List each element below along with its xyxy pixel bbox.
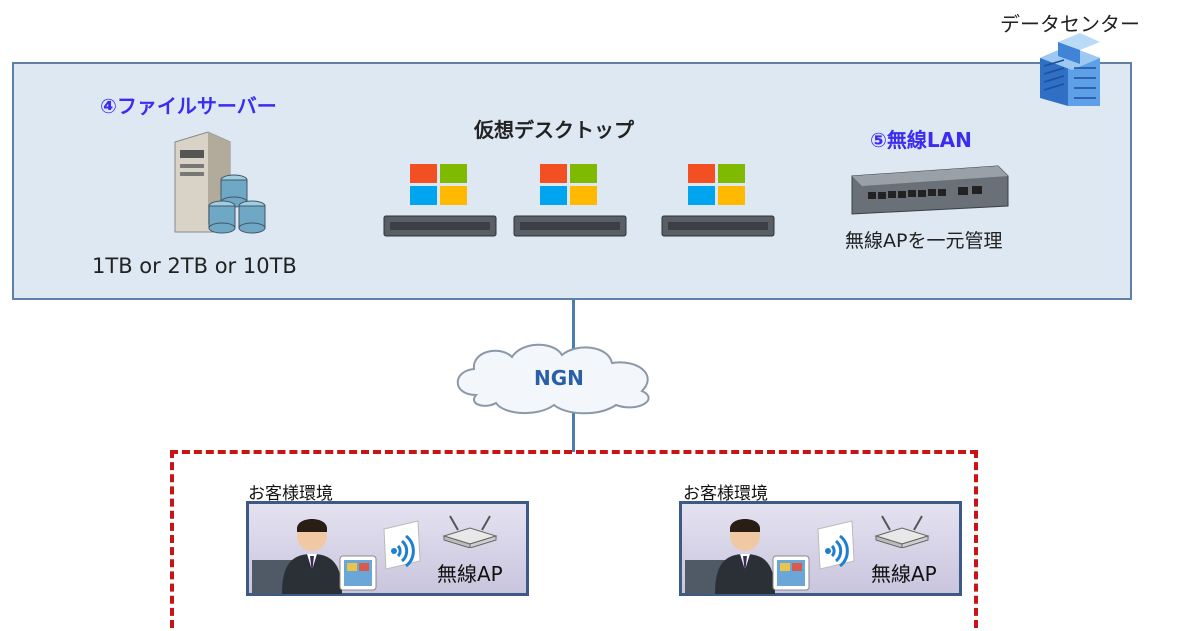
virtual-desktop-3 (660, 160, 780, 244)
building-icon (1030, 28, 1120, 114)
person-icon (252, 508, 397, 598)
customer-site-label: お客様環境 (683, 484, 768, 504)
virtual-desktop-title: 仮想デスクトップ (474, 118, 634, 142)
virtual-desktop-1 (382, 160, 502, 244)
connector-ngn-customers (572, 405, 575, 452)
connector-dc-ngn (572, 300, 575, 350)
wireless-lan-caption: 無線APを一元管理 (845, 230, 1003, 252)
datacenter-label: データセンター (1000, 12, 1140, 36)
file-server-title: ④ファイルサーバー (100, 94, 277, 118)
access-point-label: 無線AP (437, 562, 503, 586)
wireless-controller-icon (848, 162, 1010, 222)
customer-region (170, 450, 978, 628)
windows-icon (513, 164, 627, 237)
person-icon (685, 508, 830, 598)
ngn-cloud-icon (446, 337, 668, 421)
customer-site-label: お客様環境 (248, 484, 333, 504)
wifi-signal-icon (380, 519, 424, 575)
windows-icon (383, 164, 497, 237)
ngn-label: NGN (534, 366, 584, 390)
access-point-label: 無線AP (871, 562, 937, 586)
access-point-icon (872, 514, 932, 552)
file-server-capacity: 1TB or 2TB or 10TB (92, 254, 297, 278)
wireless-lan-title: ⑤無線LAN (870, 128, 972, 152)
windows-icon (661, 164, 775, 237)
virtual-desktop-2 (512, 160, 632, 244)
access-point-icon (440, 514, 500, 552)
wifi-signal-icon (814, 519, 858, 575)
file-server-icon (160, 120, 280, 244)
